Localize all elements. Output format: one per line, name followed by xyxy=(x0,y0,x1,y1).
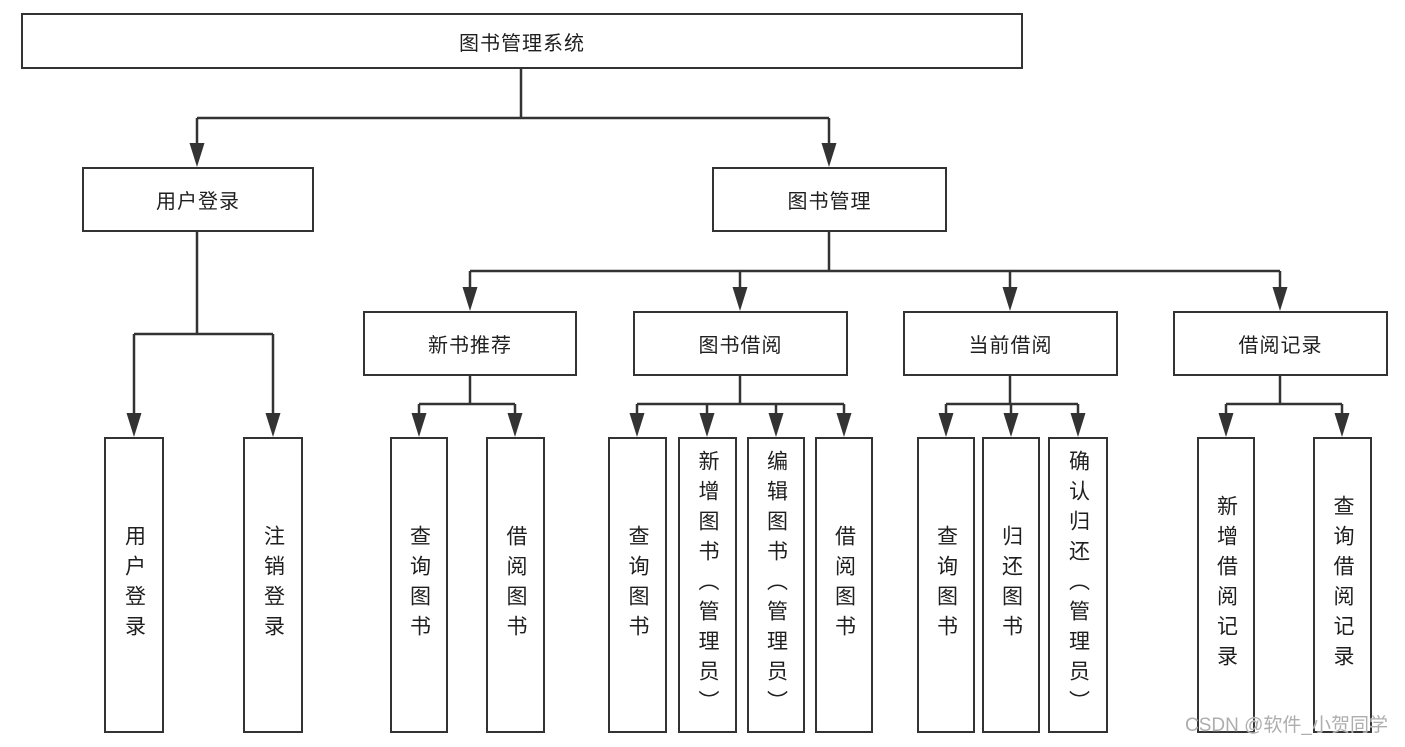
node-query-books-recommend: 查询图书 xyxy=(390,437,448,733)
node-book-borrow: 图书借阅 xyxy=(633,311,848,376)
node-query-books-borrow: 查询图书 xyxy=(608,437,667,733)
node-label: 用户登录 xyxy=(156,191,240,213)
node-label: 编辑图书（管理员） xyxy=(764,450,788,720)
node-query-books-current: 查询图书 xyxy=(917,437,975,733)
node-label: 图书管理 xyxy=(787,191,872,213)
node-new-book-recommend: 新书推荐 xyxy=(363,311,577,376)
node-label: 确认归还（管理员） xyxy=(1066,450,1090,720)
node-label: 查询图书 xyxy=(407,525,431,645)
node-user-login: 用户登录 xyxy=(82,167,314,232)
node-label: 查询图书 xyxy=(934,525,958,645)
node-logout: 注销登录 xyxy=(243,437,303,733)
node-label: 归还图书 xyxy=(999,525,1023,645)
node-edit-book-admin: 编辑图书（管理员） xyxy=(747,437,805,733)
node-borrow-books-recommend: 借阅图书 xyxy=(486,437,545,733)
node-label: 用户登录 xyxy=(122,525,146,645)
node-label: 借阅图书 xyxy=(832,525,856,645)
node-book-management: 图书管理 xyxy=(712,167,947,232)
node-borrow-records: 借阅记录 xyxy=(1173,311,1388,376)
node-label: 新增图书（管理员） xyxy=(696,450,719,720)
node-add-book-admin: 新增图书（管理员） xyxy=(678,437,737,733)
node-label: 图书借阅 xyxy=(698,335,783,357)
node-return-books: 归还图书 xyxy=(982,437,1040,733)
node-label: 当前借阅 xyxy=(968,335,1053,357)
node-label: 查询借阅记录 xyxy=(1331,495,1354,675)
node-current-borrow: 当前借阅 xyxy=(903,311,1118,376)
csdn-watermark: CSDN @软件_小贺同学 xyxy=(1185,715,1388,736)
node-label: 新书推荐 xyxy=(428,335,512,357)
node-label: 借阅记录 xyxy=(1238,335,1323,357)
node-confirm-return-admin: 确认归还（管理员） xyxy=(1048,437,1108,733)
node-label: 图书管理系统 xyxy=(459,32,585,55)
node-borrow-books-leaf: 借阅图书 xyxy=(815,437,873,733)
node-query-borrow-record: 查询借阅记录 xyxy=(1313,437,1372,733)
node-add-borrow-record: 新增借阅记录 xyxy=(1197,437,1255,733)
node-label: 借阅图书 xyxy=(504,525,527,645)
node-library-management-system: 图书管理系统 xyxy=(21,13,1023,69)
node-label: 新增借阅记录 xyxy=(1214,495,1238,675)
node-user-login-leaf: 用户登录 xyxy=(104,437,164,733)
arrowheads xyxy=(126,143,1350,437)
node-label: 注销登录 xyxy=(261,525,285,645)
node-label: 查询图书 xyxy=(626,525,649,645)
